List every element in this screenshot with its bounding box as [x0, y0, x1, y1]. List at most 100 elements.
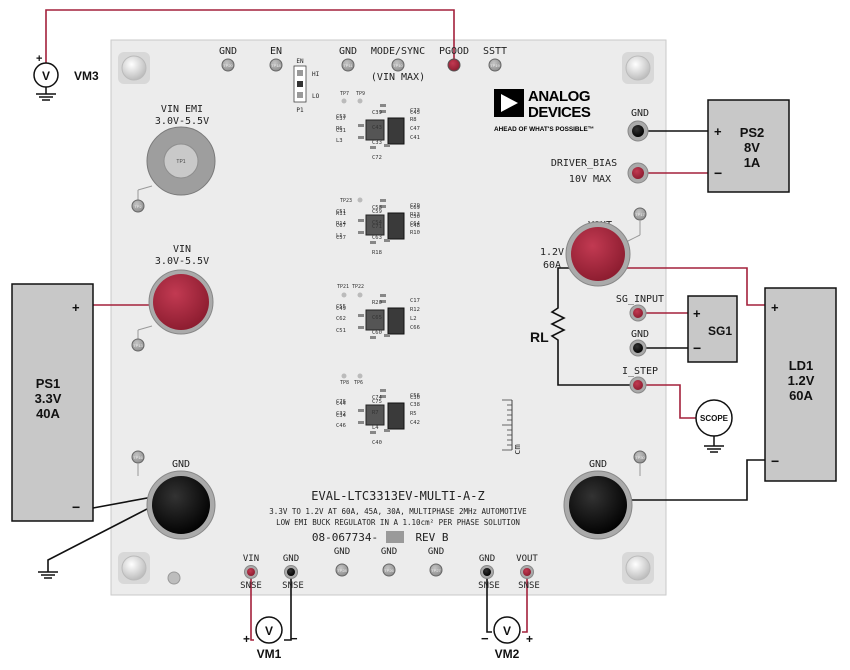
svg-text:1A: 1A: [744, 155, 761, 170]
board-info: EVAL-LTC3313EV-MULTI-A-Z 3.3V TO 1.2V AT…: [269, 489, 527, 544]
svg-text:+: +: [243, 632, 250, 646]
tp11-terminal[interactable]: [341, 58, 355, 72]
tp2-terminal[interactable]: [131, 199, 145, 213]
i-step-terminal[interactable]: [633, 380, 643, 390]
svg-text:60A: 60A: [789, 388, 813, 403]
svg-text:40A: 40A: [36, 406, 60, 421]
svg-text:8V: 8V: [744, 140, 760, 155]
board-name: EVAL-LTC3313EV-MULTI-A-Z: [311, 489, 484, 503]
svg-text:TP21: TP21: [337, 284, 349, 290]
driver-bias-terminal[interactable]: [632, 167, 644, 179]
component-designator: C65: [372, 315, 382, 321]
svg-text:+: +: [526, 632, 533, 646]
board-desc-2: LOW EMI BUCK REGULATOR IN A 1.10cm² PER …: [276, 518, 520, 527]
vin-terminal[interactable]: [153, 274, 209, 330]
tp18-terminal[interactable]: [269, 58, 283, 72]
component-designator: C49: [336, 306, 346, 312]
regulator-ic: [365, 309, 385, 331]
gnd-right-terminal[interactable]: [569, 476, 627, 534]
smd-part: [370, 146, 376, 149]
ps1-power-supply: + − PS1 3.3V 40A: [11, 283, 94, 522]
board-desc-1: 3.3V TO 1.2V AT 60A, 45A, 30A, MULTIPHAS…: [269, 507, 527, 516]
component-designator: C72: [372, 155, 382, 161]
ps2-power-supply: + − PS2 8V 1A: [707, 99, 790, 193]
tp20-terminal[interactable]: [221, 58, 235, 72]
tp27-terminal[interactable]: [429, 563, 443, 577]
svg-text:TP7: TP7: [340, 91, 349, 97]
vout-sense-terminal[interactable]: [523, 568, 531, 576]
component-designator: C41: [410, 135, 420, 141]
component-designator: R10: [410, 230, 420, 236]
svg-text:TP10: TP10: [393, 63, 403, 68]
en-jumper: EN HI LO P1: [293, 58, 320, 114]
svg-text:1.2V: 1.2V: [788, 373, 815, 388]
component-designator: C51: [336, 209, 346, 215]
sstt-label: SSTT: [483, 46, 507, 57]
component-designator: C60: [372, 330, 382, 336]
tp28-terminal[interactable]: [335, 563, 349, 577]
svg-text:−: −: [771, 453, 779, 469]
gnd-left-terminal[interactable]: [152, 476, 210, 534]
svg-text:EN: EN: [296, 58, 304, 65]
gnd-sense-terminal-2[interactable]: [483, 568, 491, 576]
svg-text:TP22: TP22: [352, 284, 364, 290]
mode-sync-label: MODE/SYNC: [371, 46, 425, 57]
svg-text:TP19: TP19: [490, 63, 500, 68]
svg-text:VM1: VM1: [257, 647, 282, 661]
driver-bias-label: DRIVER_BIAS: [551, 158, 617, 169]
component-designator: C75: [372, 399, 382, 405]
right-terminals: GND DRIVER_BIAS 10V MAX TP17 VOUT 1.2V 6…: [540, 108, 664, 394]
mounting-holes: [118, 52, 654, 585]
gnd-ps2-terminal[interactable]: [632, 125, 644, 137]
smd-part: [384, 334, 390, 337]
svg-text:PS1: PS1: [36, 376, 61, 391]
svg-text:−: −: [693, 340, 701, 356]
vm3-voltmeter: V + VM3: [33, 53, 99, 101]
tp26-terminal[interactable]: [382, 563, 396, 577]
center-testpoints: TP7 TP9 TP23 TP21 TP22 TP8 TP6: [337, 91, 365, 386]
component-designator: C54: [372, 220, 383, 226]
component-designator: C45: [410, 110, 420, 116]
svg-text:GND: GND: [479, 554, 495, 564]
svg-text:TP6: TP6: [354, 380, 363, 386]
pgood-terminal[interactable]: [447, 58, 461, 72]
svg-text:SG1: SG1: [708, 324, 732, 338]
svg-text:V: V: [503, 624, 511, 638]
component-designator: C73: [410, 108, 420, 114]
svg-text:SNSE: SNSE: [282, 581, 304, 591]
vin-emi-range: 3.0V-5.5V: [155, 116, 209, 127]
vout-terminal[interactable]: [571, 227, 625, 281]
smd-part: [380, 199, 386, 202]
tp13-terminal[interactable]: [131, 338, 145, 352]
component-designator: C43: [372, 125, 382, 131]
sg-gnd-terminal[interactable]: [633, 343, 643, 353]
smd-part: [358, 314, 364, 317]
vin-sense-terminal[interactable]: [247, 568, 255, 576]
tp10-terminal[interactable]: [391, 58, 405, 72]
svg-text:GND: GND: [283, 554, 299, 564]
svg-text:TP23: TP23: [340, 198, 352, 204]
inductor: [387, 402, 405, 430]
gnd-sense-terminal-1[interactable]: [287, 568, 295, 576]
vm2-voltmeter: V − + VM2: [481, 616, 533, 661]
svg-text:VOUT: VOUT: [516, 554, 538, 564]
svg-text:TP9: TP9: [356, 91, 365, 97]
rl-label: RL: [530, 329, 549, 345]
smd-part: [380, 395, 386, 398]
svg-text:P1: P1: [296, 107, 304, 114]
tp19-terminal[interactable]: [488, 58, 502, 72]
svg-text:−: −: [714, 165, 722, 181]
component-designator: C59: [372, 209, 382, 215]
component-designator: R12: [410, 307, 420, 313]
en-label: EN: [270, 46, 282, 57]
svg-text:PS2: PS2: [740, 125, 765, 140]
component-designator: C62: [336, 316, 346, 322]
sg-input-terminal[interactable]: [633, 308, 643, 318]
top-testpoints: TP20 TP18 TP11 TP10 TP19: [221, 58, 502, 72]
component-designator: C50: [410, 214, 420, 220]
component-designator: R18: [372, 250, 382, 256]
component-designator: R7: [372, 410, 379, 416]
smd-part: [370, 336, 376, 339]
component-designator: C39: [372, 110, 382, 116]
